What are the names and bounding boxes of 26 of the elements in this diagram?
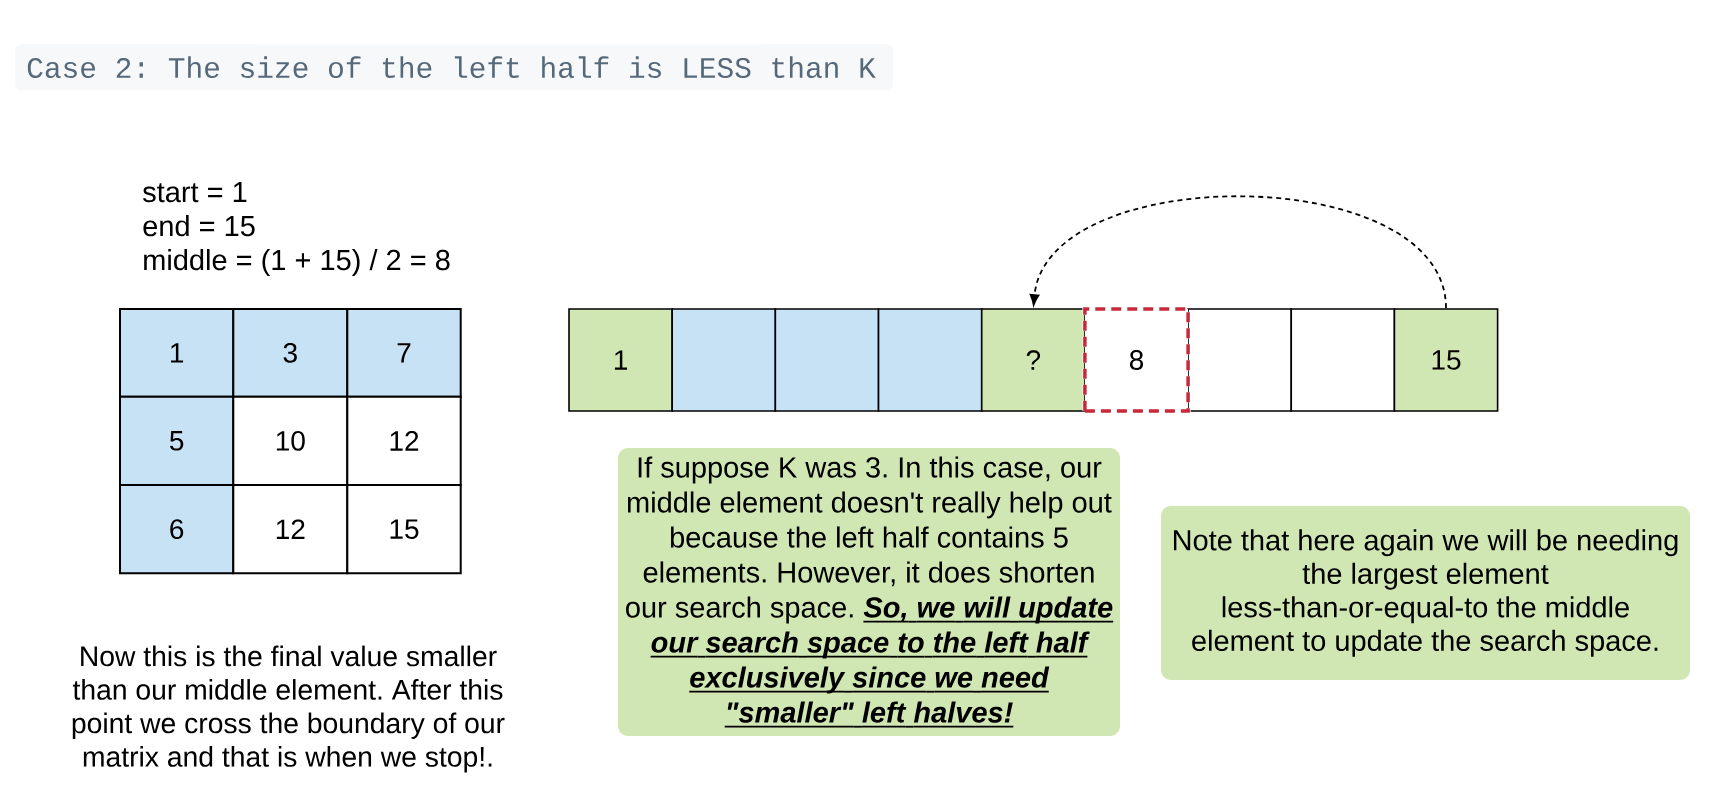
matrix-cell: 5 (119, 395, 235, 486)
array-cell: ? (980, 308, 1086, 412)
title-bar: Case 2: The size of the left half is LESS than K (15, 44, 894, 91)
matrix-cell: 3 (232, 308, 349, 398)
array-cell: 15 (1393, 308, 1499, 412)
matrix-cell: 1 (119, 308, 235, 398)
assignment-text: start = 1 (143, 182, 247, 203)
matrix-cell: 12 (232, 484, 349, 575)
assignment-text: middle = (1 + 15) / 2 = 8 (144, 249, 450, 276)
array-cell (774, 308, 880, 412)
matrix-cell: 12 (346, 395, 462, 486)
array-cell (671, 308, 777, 412)
highlighted-cell: 8 (1082, 306, 1191, 414)
curved-arrow (1029, 195, 1447, 310)
matrix-cell: 10 (232, 395, 349, 486)
note-box: If suppose K was 3. In this case, our middle element doesn't really help out because the left half contains 5 elements. However, it does shorten our search space. So, we will update our search space to the left half exclusively since we need "smaller" left halves! (618, 448, 1120, 736)
matrix-cell: 6 (119, 484, 235, 575)
assignment-text: end = 15 (143, 215, 255, 237)
explanation-text: Now this is the final value smaller than our middle element. After this point we cross the boundary of our matrix and that is when we stop!. (72, 645, 505, 773)
array-cell (1290, 308, 1396, 412)
matrix-cell: 15 (346, 484, 462, 575)
array-cell (877, 308, 983, 412)
matrix-cell: 7 (346, 308, 462, 398)
array-cell: 1 (568, 308, 673, 412)
note-box: Note that here again we will be needing the largest element less-than-or-equal-to the middle element to update the search space. (1161, 506, 1690, 680)
array-cell (1187, 308, 1293, 412)
